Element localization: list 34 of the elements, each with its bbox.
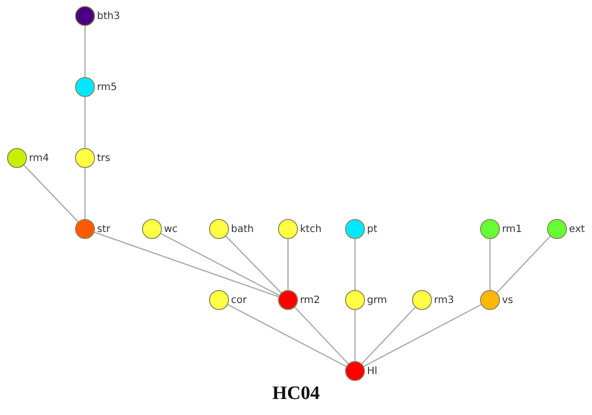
diagram-caption: HC04	[272, 383, 320, 404]
connector-line	[94, 232, 279, 298]
connector-line	[84, 26, 86, 77]
connector-line	[228, 304, 346, 367]
node-label: rm4	[29, 152, 50, 164]
connector-line	[23, 164, 79, 222]
node-label: rm5	[97, 82, 118, 92]
connector-line	[84, 168, 86, 219]
node-label: Hl	[367, 366, 378, 376]
connector-line	[489, 239, 491, 290]
node-label: ext	[569, 224, 585, 234]
node-label: cor	[231, 294, 247, 306]
node-label: wc	[164, 224, 178, 234]
connector-line	[496, 236, 551, 294]
node-label: bath	[231, 224, 254, 234]
connector-line	[160, 233, 280, 296]
node-label: rm2	[300, 294, 320, 306]
connector-line	[84, 97, 86, 148]
connector-line	[354, 310, 356, 361]
node-label: bth3	[97, 10, 120, 22]
node-label: rm1	[502, 224, 522, 234]
connector-line	[226, 236, 282, 294]
node-label: trs	[97, 152, 110, 164]
connector-line	[294, 306, 349, 364]
connector-line	[364, 304, 482, 367]
connector-line	[354, 239, 356, 290]
connector-line	[287, 239, 289, 290]
node-label: ktch	[300, 224, 322, 234]
node-label: str	[97, 224, 110, 234]
node-label: rm3	[434, 294, 454, 306]
node-label: vs	[502, 294, 514, 306]
node-label: pt	[367, 224, 378, 234]
node-label: grm	[367, 294, 388, 306]
connector-line	[361, 306, 416, 364]
